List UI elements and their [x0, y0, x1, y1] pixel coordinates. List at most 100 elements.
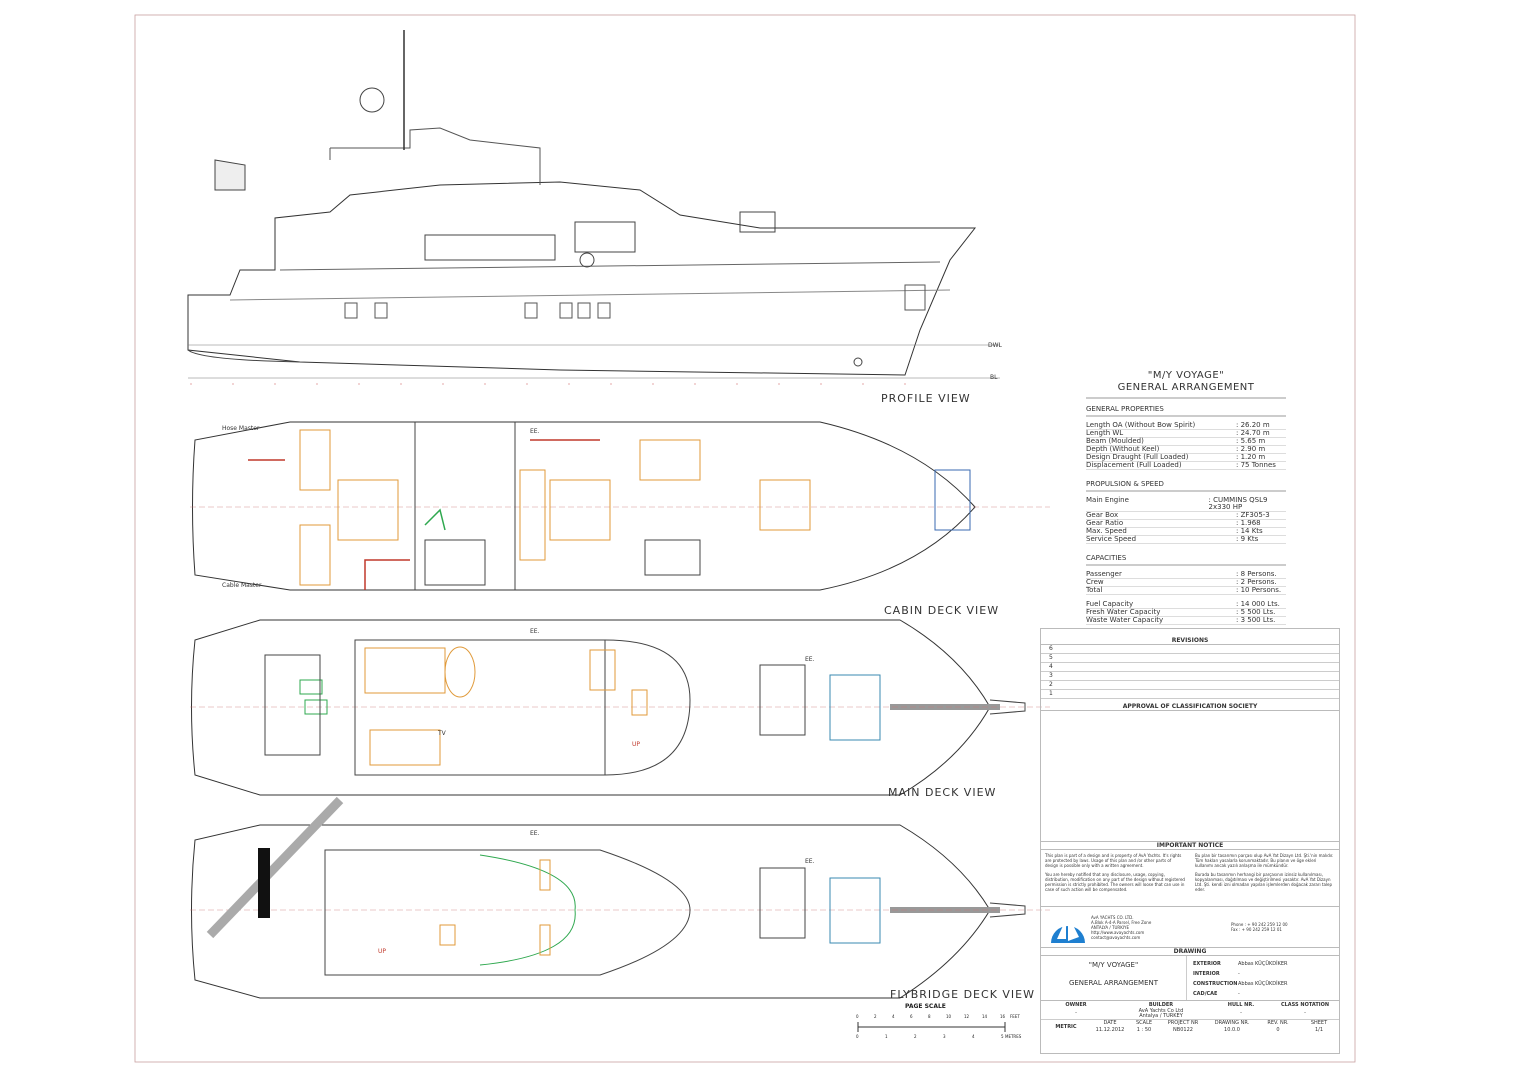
scale: 1 : 50	[1136, 1027, 1152, 1033]
hose-master-label: Hose Master	[222, 425, 260, 432]
cable-master-label: Cable Master	[222, 582, 262, 589]
spec-row: Beam (Moulded) : 5.65 m	[1086, 438, 1286, 446]
spec-value: : 1.20 m	[1236, 453, 1266, 461]
revision-row: 6	[1041, 645, 1339, 654]
spec-row: Displacement (Full Loaded) : 75 Tonnes	[1086, 462, 1286, 470]
tick: 5	[1001, 1034, 1004, 1039]
spec-value: : 9 Kts	[1236, 535, 1259, 543]
specs-title-line: GENERAL ARRANGEMENT	[1117, 382, 1255, 393]
notice-text: Burada bu tasarımın herhangi bir parçası…	[1195, 872, 1333, 892]
spec-key: Displacement (Full Loaded)	[1086, 461, 1182, 469]
spec-value: : 5.65 m	[1236, 437, 1266, 445]
meter-unit: METRES	[1005, 1034, 1022, 1039]
company-address: A.Blok A-4-A Parsel, Free Zone	[1091, 919, 1152, 925]
ee-label: EE.	[530, 830, 540, 837]
ee-label: EE.	[805, 858, 815, 865]
spec-row: Total: 10 Persons.	[1086, 587, 1286, 595]
specs-title: "M/Y VOYAGE"GENERAL ARRANGEMENT	[1086, 370, 1286, 399]
spec-key: Fuel Capacity	[1086, 600, 1134, 608]
main-deck-plan	[190, 619, 1050, 796]
feet-unit: FEET	[1010, 1014, 1020, 1019]
tv-label: TV	[438, 730, 446, 737]
spec-value: : 2 Persons.	[1236, 578, 1277, 586]
company-email[interactable]: contact@avayachts.com	[1091, 934, 1141, 940]
tick: 1	[885, 1034, 888, 1039]
construction-designer: Abbas KÜÇÜKDİKER	[1238, 981, 1288, 987]
ee-label: EE.	[530, 628, 540, 635]
owner-label: OWNER	[1065, 1002, 1087, 1008]
spec-row: Gear Box: ZF305-3	[1086, 512, 1286, 520]
sheet-border	[134, 14, 1356, 1063]
spec-key: Gear Ratio	[1086, 519, 1124, 527]
exterior-designer: Abbas KÜÇÜKDİKER	[1238, 961, 1288, 967]
up-label: UP	[632, 741, 641, 748]
builder-label: BUILDER	[1148, 1002, 1174, 1008]
spec-key: Design Draught (Full Loaded)	[1086, 453, 1189, 461]
revision-row: 2	[1041, 681, 1339, 690]
rev-label: REV. NR.	[1267, 1020, 1289, 1026]
spec-value: : 75 Tonnes	[1236, 461, 1276, 469]
rev-nr: 0	[1276, 1027, 1280, 1033]
phone-label: Phone	[1231, 922, 1244, 927]
profile-view-label: PROFILE VIEW	[881, 392, 971, 405]
spec-row: Depth (Without Keel): 2.90 m	[1086, 446, 1286, 454]
dwl-label: DWL	[988, 342, 1002, 349]
hull-label: HULL NR.	[1227, 1002, 1255, 1008]
date-label: DATE	[1103, 1020, 1117, 1026]
tick: 0	[856, 1014, 859, 1019]
ee-label: EE.	[530, 428, 540, 435]
spec-key: Length OA (Without Bow Spirit)	[1086, 421, 1196, 429]
date: 11.12.2012	[1095, 1027, 1125, 1033]
drawing-nr: 10.0.0	[1224, 1027, 1240, 1033]
revisions-header: REVISIONS	[1041, 637, 1339, 645]
company-website[interactable]: http://www.avayachts.com	[1091, 929, 1145, 935]
ee-label: EE.	[805, 656, 815, 663]
drawing-nr-label: DRAWING NR.	[1214, 1020, 1250, 1026]
important-notice: This plan is part of a design and is pro…	[1041, 850, 1339, 907]
tick: 12	[964, 1014, 970, 1019]
builder: AvA Yachts Co Ltd	[1138, 1008, 1184, 1014]
tick: 4	[892, 1014, 895, 1019]
revision-row: 4	[1041, 663, 1339, 672]
tick: 3	[943, 1034, 946, 1039]
approval-header: APPROVAL OF CLASSIFICATION SOCIETY	[1041, 703, 1339, 711]
spec-value: : 26.20 m	[1236, 421, 1270, 429]
spec-value: : 3 500 Lts.	[1236, 616, 1276, 624]
tick: 4	[972, 1034, 975, 1039]
scale-label: SCALE	[1135, 1020, 1153, 1026]
drawing-name: "M/Y VOYAGE"	[1088, 961, 1139, 969]
spec-key: Waste Water Capacity	[1086, 616, 1164, 624]
spec-section-header: GENERAL PROPERTIES	[1086, 405, 1286, 417]
fax: : + 90 242 259 12 01	[1239, 927, 1282, 932]
spec-row: Design Draught (Full Loaded) : 1.20 m	[1086, 454, 1286, 462]
spec-key: Beam (Moulded)	[1086, 437, 1144, 445]
spec-row: Length WL: 24.70 m	[1086, 430, 1286, 438]
revision-row: 5	[1041, 654, 1339, 663]
spec-row: Fuel Capacity: 14 000 Lts.	[1086, 601, 1286, 609]
interior-designer: -	[1238, 971, 1240, 977]
spec-key: Crew	[1086, 578, 1104, 586]
spec-key: Main Engine	[1086, 496, 1129, 504]
spec-row: Service Speed: 9 Kts	[1086, 536, 1286, 544]
class-notation: -	[1304, 1010, 1306, 1016]
specs-title-line: "M/Y VOYAGE"	[1147, 370, 1225, 381]
builder-location: Antalya / TURKEY	[1139, 1013, 1183, 1019]
tick: 2	[914, 1034, 917, 1039]
spec-value: : CUMMINS QSL9 2x330 HP	[1208, 496, 1268, 511]
notice-header: IMPORTANT NOTICE	[1041, 841, 1339, 850]
project-nr: NB0122	[1173, 1027, 1193, 1033]
spec-section-header: PROPULSION & SPEED	[1086, 480, 1286, 492]
spec-value: : ZF305-3	[1236, 511, 1270, 519]
drawing-title: GENERAL ARRANGEMENT	[1068, 979, 1159, 987]
spec-value: : 14 Kts	[1236, 527, 1263, 535]
company-name: AvA YACHTS CO. LTD.	[1091, 914, 1134, 920]
spec-row: Gear Ratio: 1.968	[1086, 520, 1286, 528]
